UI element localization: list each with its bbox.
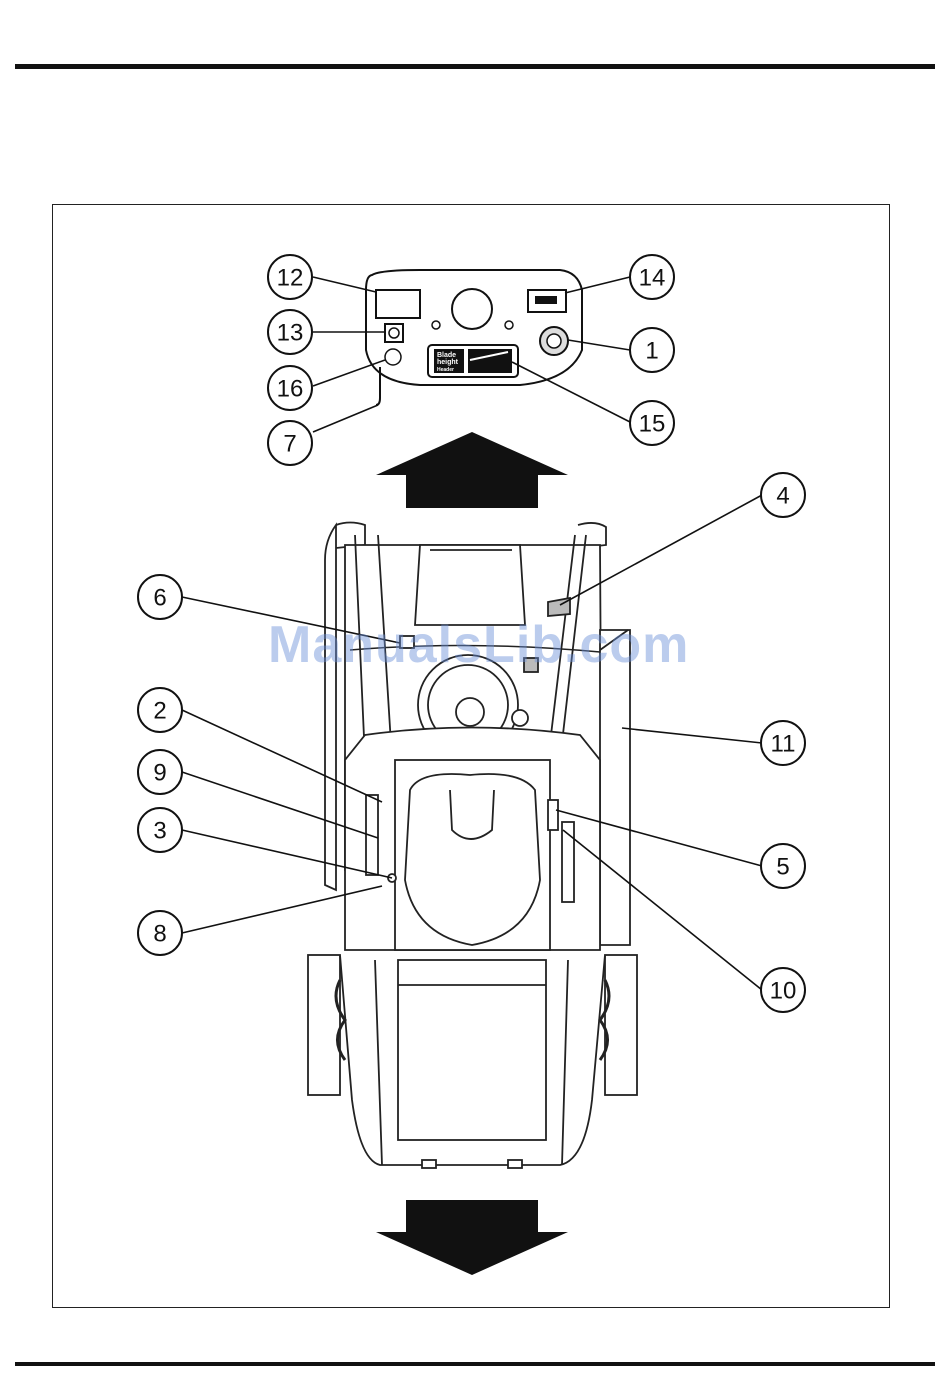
- callout-14: 14: [630, 255, 674, 299]
- panel-label-line2: height: [437, 359, 459, 366]
- watermark: ManualsLib.com: [268, 615, 689, 675]
- svg-text:8: 8: [153, 921, 166, 948]
- horn-button: [385, 349, 401, 365]
- callout-1: 1: [630, 328, 674, 372]
- callout-15: 15: [630, 401, 674, 445]
- callout-16: 16: [268, 366, 312, 410]
- svg-text:4: 4: [776, 483, 789, 510]
- panel-label-line3: Header: [437, 367, 454, 373]
- svg-text:11: 11: [771, 731, 796, 758]
- callout-5: 5: [761, 844, 805, 888]
- bottom-rule: [15, 1362, 935, 1366]
- callout-9: 9: [138, 750, 182, 794]
- svg-text:5: 5: [776, 854, 789, 881]
- svg-text:13: 13: [277, 320, 304, 347]
- reverse-arrow: [376, 1200, 568, 1275]
- svg-text:6: 6: [153, 585, 166, 612]
- svg-text:15: 15: [639, 411, 666, 438]
- hour-meter-slot: [376, 290, 420, 318]
- svg-text:1: 1: [645, 338, 658, 365]
- panel-label-line1: Blade: [437, 352, 456, 359]
- svg-text:16: 16: [277, 376, 304, 403]
- svg-text:9: 9: [153, 760, 166, 787]
- callout-4: 4: [761, 473, 805, 517]
- svg-text:12: 12: [277, 265, 304, 292]
- svg-text:10: 10: [770, 978, 797, 1005]
- callout-6: 6: [138, 575, 182, 619]
- callout-8: 8: [138, 911, 182, 955]
- callout-3: 3: [138, 808, 182, 852]
- svg-text:2: 2: [153, 698, 166, 725]
- panel-center-hole: [452, 289, 492, 329]
- svg-text:3: 3: [153, 818, 166, 845]
- callout-10: 10: [761, 968, 805, 1012]
- callout-7: 7: [268, 421, 312, 465]
- callout-12: 12: [268, 255, 312, 299]
- forward-arrow: [376, 432, 568, 508]
- callout-11: 11: [761, 721, 805, 765]
- control-panel: Blade height Header: [366, 270, 582, 405]
- svg-text:7: 7: [283, 431, 296, 458]
- svg-text:14: 14: [639, 265, 666, 292]
- callout-2: 2: [138, 688, 182, 732]
- callout-13: 13: [268, 310, 312, 354]
